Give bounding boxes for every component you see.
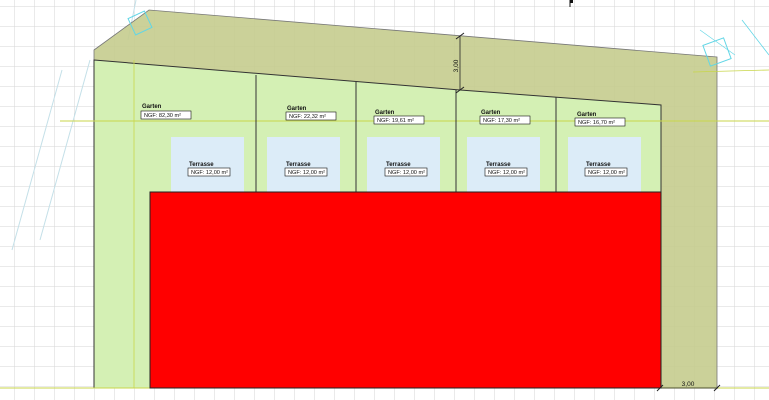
terrace-label[interactable]: Terrasse NGF: 12,00 m² bbox=[284, 162, 328, 177]
terrace-area[interactable] bbox=[171, 137, 244, 192]
area-label-box bbox=[284, 167, 328, 177]
room-title: Terrasse bbox=[486, 162, 511, 168]
room-title: Garten bbox=[577, 112, 597, 118]
dimension-tick bbox=[656, 384, 664, 392]
garden-label[interactable]: Garten NGF: 22,32 m² bbox=[285, 106, 337, 121]
terrace-area[interactable] bbox=[568, 137, 641, 192]
room-title: Terrasse bbox=[189, 162, 214, 168]
dimension-tick bbox=[455, 32, 465, 40]
area-value: NGF: 12,00 m² bbox=[588, 170, 625, 176]
area-label-box bbox=[384, 167, 428, 177]
area-value: NGF: 12,00 m² bbox=[388, 170, 425, 176]
terrace-area[interactable] bbox=[467, 137, 540, 192]
construction-line bbox=[39, 59, 91, 241]
dimension-right[interactable]: 3,00 bbox=[656, 381, 721, 392]
area-label-box bbox=[484, 167, 528, 177]
building-footprint[interactable] bbox=[149, 191, 662, 389]
area-label-box bbox=[373, 115, 425, 125]
room-title: Garten bbox=[481, 110, 501, 116]
dimension-tick bbox=[713, 384, 721, 392]
terrace-area[interactable] bbox=[267, 137, 340, 192]
garden-label[interactable]: Garten NGF: 16,70 m² bbox=[574, 112, 626, 127]
dimension-label: 3,00 bbox=[682, 381, 695, 388]
terrace-area[interactable] bbox=[367, 137, 440, 192]
room-title: Terrasse bbox=[586, 162, 611, 168]
terrace-areas bbox=[171, 137, 641, 192]
area-label-box bbox=[187, 167, 231, 177]
room-title: Garten bbox=[287, 106, 307, 112]
area-label-box bbox=[584, 167, 628, 177]
terrace-label[interactable]: Terrasse NGF: 12,00 m² bbox=[187, 162, 231, 177]
flag-icon[interactable] bbox=[569, 0, 573, 7]
area-label-box bbox=[574, 117, 626, 127]
garden-label[interactable]: Garten NGF: 19,61 m² bbox=[373, 110, 425, 125]
terrace-label[interactable]: Terrasse NGF: 12,00 m² bbox=[484, 162, 528, 177]
area-value: NGF: 12,00 m² bbox=[191, 170, 228, 176]
construction-line bbox=[11, 69, 63, 251]
dimension-top[interactable]: 3,00 bbox=[453, 32, 465, 94]
construction-line bbox=[699, 29, 736, 56]
room-title: Garten bbox=[375, 110, 395, 116]
square-marker-icon[interactable] bbox=[702, 37, 732, 67]
area-value: NGF: 12,00 m² bbox=[288, 170, 325, 176]
area-label-box bbox=[285, 111, 337, 121]
construction-line bbox=[741, 19, 769, 56]
area-value: NGF: 17,30 m² bbox=[483, 118, 520, 124]
dimension-tick bbox=[455, 86, 465, 94]
garden-label[interactable]: Garten NGF: 82,30 m² bbox=[140, 104, 192, 120]
dimension-label: 3,00 bbox=[453, 59, 460, 72]
room-title: Garten bbox=[142, 104, 162, 110]
area-value: NGF: 82,30 m² bbox=[144, 113, 181, 119]
square-marker-icon[interactable] bbox=[127, 10, 153, 36]
room-title: Terrasse bbox=[286, 162, 311, 168]
area-label-box bbox=[140, 110, 192, 120]
area-value: NGF: 22,32 m² bbox=[289, 114, 326, 120]
area-value: NGF: 12,00 m² bbox=[488, 170, 525, 176]
terrace-label[interactable]: Terrasse NGF: 12,00 m² bbox=[584, 162, 628, 177]
area-label-box bbox=[479, 115, 531, 125]
area-value: NGF: 16,70 m² bbox=[578, 120, 615, 126]
construction-line bbox=[692, 69, 769, 73]
garden-label[interactable]: Garten NGF: 17,30 m² bbox=[479, 110, 531, 125]
room-title: Terrasse bbox=[386, 162, 411, 168]
terrace-label[interactable]: Terrasse NGF: 12,00 m² bbox=[384, 162, 428, 177]
area-value: NGF: 19,61 m² bbox=[377, 118, 414, 124]
